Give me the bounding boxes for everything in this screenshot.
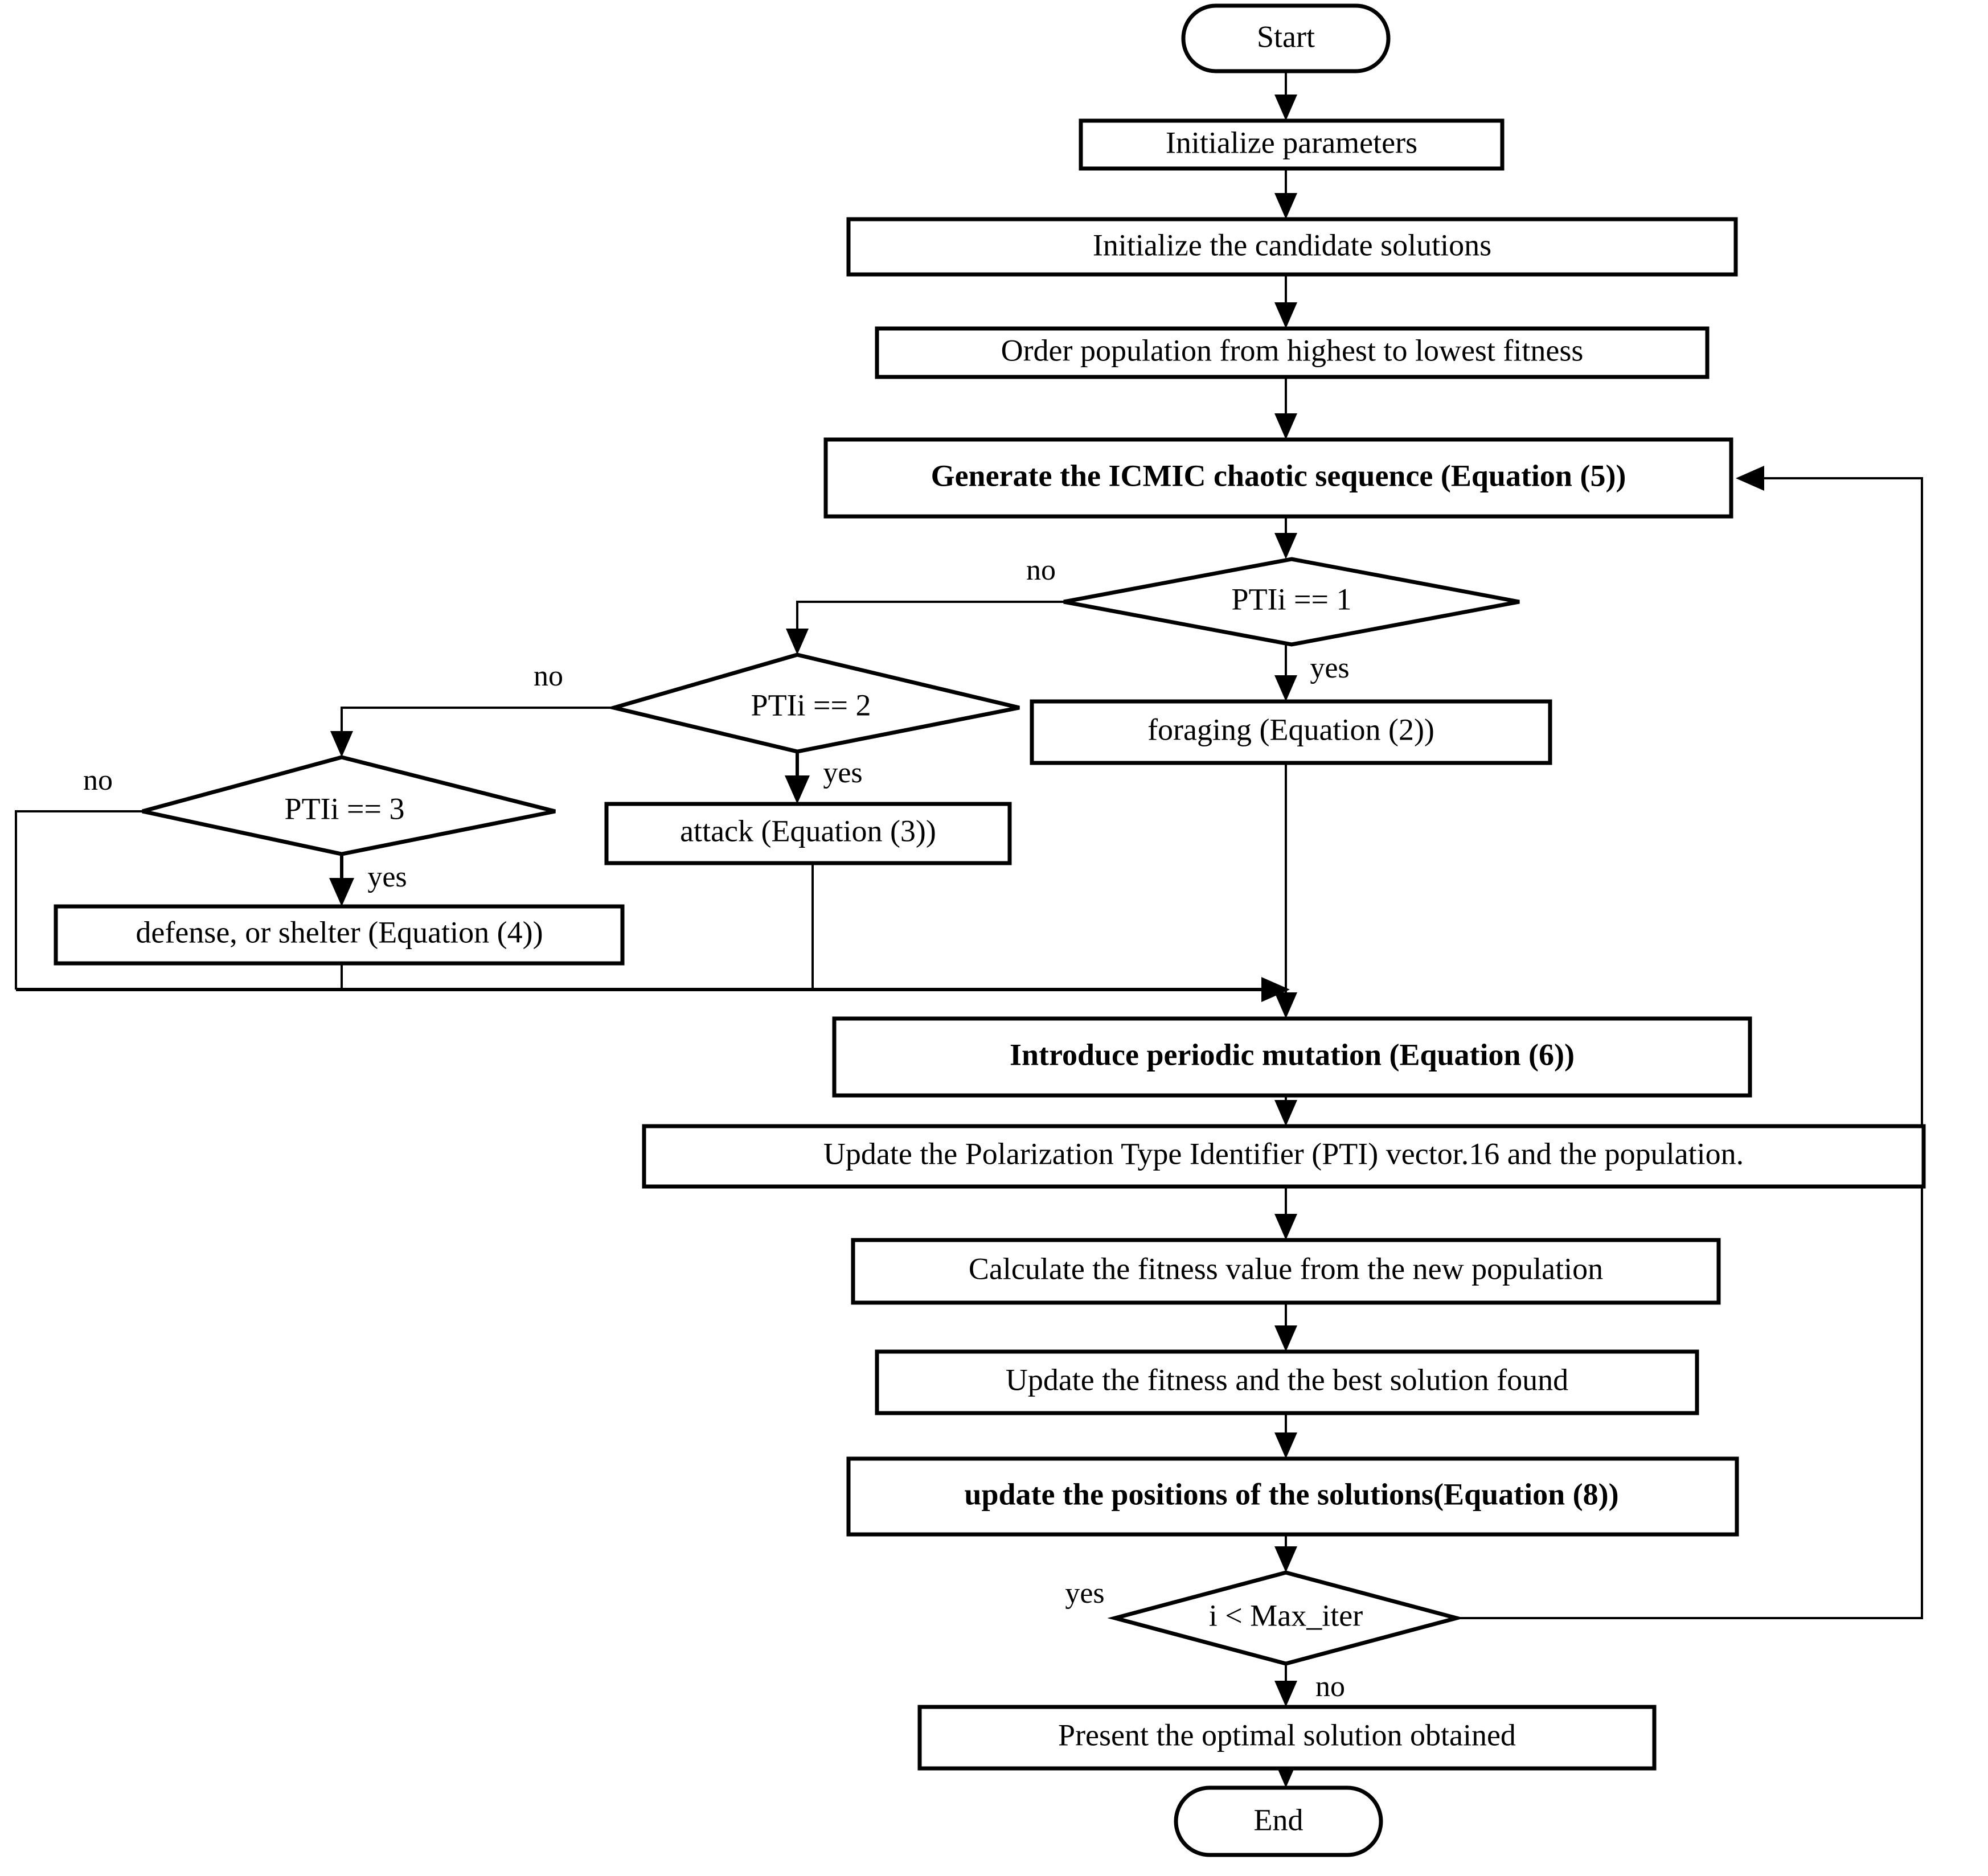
- edge-pti2-no-to-pti3: [330, 707, 614, 757]
- node-update-positions[interactable]: update the positions of the solutions(Eq…: [846, 1456, 1739, 1537]
- edge-calc-fitness-to-update-fitness: [1274, 1303, 1297, 1352]
- node-defense-label: defense, or shelter (Equation (4)): [136, 915, 543, 949]
- node-update-fitness-label: Update the fitness and the best solution…: [1006, 1362, 1568, 1397]
- node-init-params[interactable]: Initialize parameters: [1079, 118, 1505, 171]
- node-attack[interactable]: attack (Equation (3)): [604, 802, 1012, 865]
- edge-label-pti1-yes: yes: [1310, 652, 1349, 684]
- node-decision-iter-label: i < Max_iter: [1209, 1598, 1363, 1632]
- edge-init-params-to-init-candidates: [1274, 169, 1297, 219]
- edge-update-fitness-to-update-positions: [1274, 1413, 1297, 1459]
- edge-generate-icmic-to-decision-pti1: [1274, 516, 1297, 559]
- edge-mutation-to-update-pti: [1274, 1095, 1297, 1126]
- edge-update-positions-to-decision-iter: [1274, 1534, 1297, 1573]
- node-attack-label: attack (Equation (3)): [680, 814, 936, 848]
- node-present-solution-label: Present the optimal solution obtained: [1058, 1718, 1516, 1752]
- node-decision-pti1[interactable]: PTIi == 1: [1063, 557, 1520, 647]
- merge-bus: [16, 977, 1290, 1002]
- node-decision-pti3[interactable]: PTIi == 3: [142, 755, 556, 856]
- node-decision-iter[interactable]: i < Max_iter: [1107, 1570, 1465, 1666]
- node-generate-icmic[interactable]: Generate the ICMIC chaotic sequence (Equ…: [823, 437, 1733, 519]
- node-init-candidates-label: Initialize the candidate solutions: [1093, 228, 1491, 262]
- node-decision-pti2[interactable]: PTIi == 2: [606, 652, 1020, 754]
- node-start[interactable]: Start: [1181, 3, 1391, 73]
- edge-label-pti1-no: no: [1026, 554, 1056, 586]
- node-defense[interactable]: defense, or shelter (Equation (4)): [54, 904, 625, 966]
- node-decision-pti2-label: PTIi == 2: [751, 688, 871, 722]
- node-decision-pti3-label: PTIi == 3: [285, 791, 405, 826]
- node-update-fitness[interactable]: Update the fitness and the best solution…: [875, 1349, 1699, 1415]
- edge-pti1-yes-to-foraging: [1274, 645, 1297, 701]
- edge-foraging-to-mutation: [1274, 763, 1297, 1019]
- node-present-solution[interactable]: Present the optimal solution obtained: [917, 1705, 1657, 1771]
- edge-start-to-init-params: [1274, 71, 1297, 121]
- node-order-population-label: Order population from highest to lowest …: [1001, 333, 1584, 367]
- node-update-pti[interactable]: Update the Polarization Type Identifier …: [642, 1124, 1926, 1189]
- edge-label-pti3-yes: yes: [367, 861, 407, 893]
- edge-label-pti3-no: no: [83, 764, 113, 797]
- node-calc-fitness[interactable]: Calculate the fitness value from the new…: [851, 1238, 1721, 1305]
- node-update-positions-label: update the positions of the solutions(Eq…: [964, 1477, 1618, 1511]
- edge-pti1-no-to-pti2: [786, 601, 1064, 655]
- edge-label-pti2-yes: yes: [823, 757, 862, 789]
- node-foraging-label: foraging (Equation (2)): [1147, 712, 1434, 746]
- node-update-pti-label: Update the Polarization Type Identifier …: [823, 1136, 1744, 1171]
- edge-label-pti2-no: no: [534, 660, 563, 692]
- node-generate-icmic-label: Generate the ICMIC chaotic sequence (Equ…: [931, 458, 1626, 492]
- node-order-population[interactable]: Order population from highest to lowest …: [875, 326, 1710, 379]
- node-calc-fitness-label: Calculate the fitness value from the new…: [969, 1251, 1603, 1286]
- node-mutation[interactable]: Introduce periodic mutation (Equation (6…: [832, 1016, 1752, 1098]
- edge-label-iter-yes: yes: [1065, 1577, 1104, 1610]
- edge-pti3-yes-to-defense: [329, 854, 354, 906]
- node-end-label: End: [1254, 1803, 1304, 1837]
- edge-iter-no-to-present-solution: [1274, 1664, 1297, 1707]
- edge-label-iter-no: no: [1315, 1670, 1345, 1703]
- edge-pti3-no-to-merge-bus: [15, 810, 142, 990]
- node-mutation-label: Introduce periodic mutation (Equation (6…: [1010, 1037, 1575, 1072]
- edge-init-candidates-to-order-population: [1274, 274, 1297, 329]
- edge-order-population-to-generate-icmic: [1274, 377, 1297, 440]
- node-decision-pti1-label: PTIi == 1: [1232, 582, 1352, 616]
- edge-update-pti-to-calc-fitness: [1274, 1187, 1297, 1240]
- edge-pti2-yes-to-attack: [785, 752, 810, 804]
- edge-iter-yes-loopback: [1457, 466, 1923, 1619]
- node-start-label: Start: [1257, 19, 1315, 54]
- node-init-params-label: Initialize parameters: [1166, 125, 1417, 159]
- node-foraging[interactable]: foraging (Equation (2)): [1030, 699, 1552, 765]
- node-init-candidates[interactable]: Initialize the candidate solutions: [846, 217, 1738, 277]
- node-end[interactable]: End: [1174, 1785, 1383, 1857]
